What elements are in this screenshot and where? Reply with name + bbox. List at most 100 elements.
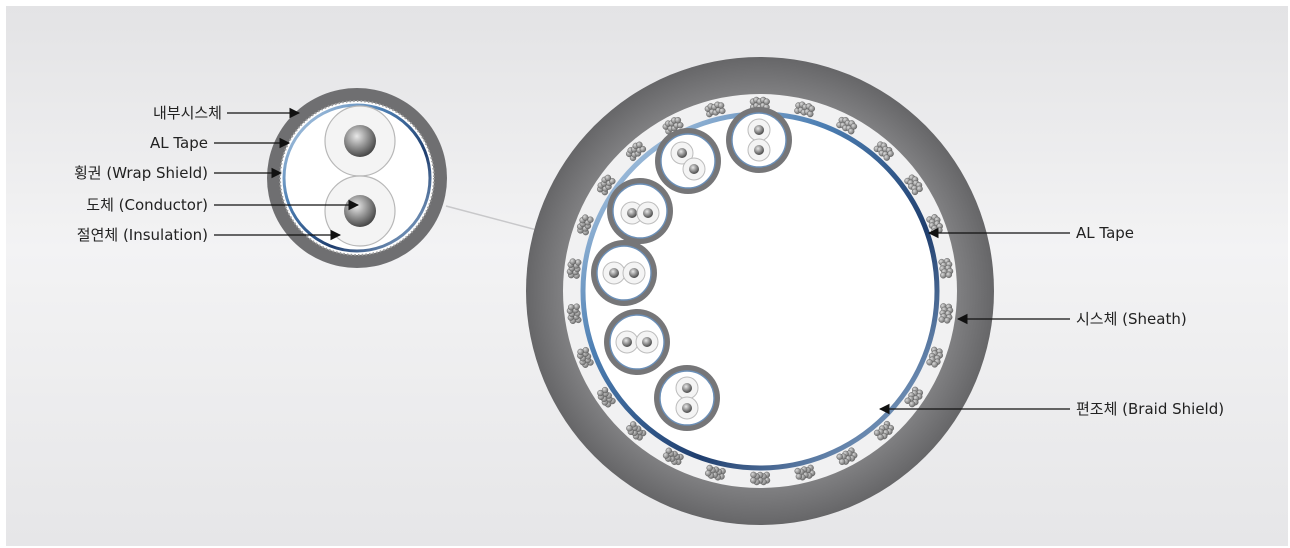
braid-wire — [665, 447, 672, 454]
callout-wrap-shield: 횡권 (Wrap Shield) — [74, 164, 208, 182]
braid-wire — [940, 272, 947, 279]
braid-wire-cluster — [577, 214, 594, 236]
callout-conductor: 도체 (Conductor) — [86, 196, 208, 214]
braid-wire — [904, 397, 911, 404]
braid-wire — [795, 473, 803, 480]
pair-conductor — [627, 208, 637, 218]
braid-wire-cluster — [836, 116, 858, 135]
braid-wire-cluster — [566, 258, 582, 279]
large-cable — [526, 57, 994, 525]
braid-wire-cluster — [926, 346, 943, 368]
pair-conductor — [689, 164, 699, 174]
braid-wire — [674, 116, 682, 124]
braid-wire — [807, 110, 814, 118]
braid-wire-cluster — [904, 386, 923, 408]
shielded-pair — [591, 240, 657, 306]
callout-braid-shield: 편조체 (Braid Shield) — [1076, 400, 1224, 418]
braid-wire-cluster — [566, 303, 582, 324]
pair-conductor — [642, 337, 652, 347]
braid-wire-cluster — [705, 464, 726, 481]
braid-wire — [750, 471, 757, 479]
conductor-lower — [344, 195, 376, 227]
braid-wire-cluster — [750, 471, 771, 486]
braid-wire — [626, 425, 633, 432]
braid-wire-cluster — [662, 116, 684, 135]
braid-wire-cluster — [873, 420, 894, 441]
braid-wire-cluster — [626, 141, 647, 162]
braid-wire — [597, 389, 604, 397]
pair-conductor — [643, 208, 653, 218]
braid-wire — [750, 477, 757, 484]
braid-wire — [883, 154, 890, 161]
pair-conductor — [754, 145, 764, 155]
callout-sheath: 시스체 (Sheath) — [1076, 310, 1187, 328]
shielded-pair — [726, 107, 792, 173]
shielded-pairs — [591, 107, 792, 431]
braid-wire — [573, 303, 580, 310]
callout-insulation: 절연체 (Insulation) — [77, 226, 208, 244]
braid-wire-cluster — [836, 447, 858, 465]
braid-wire-cluster — [662, 447, 684, 466]
braid-wire — [916, 185, 923, 193]
braid-wire — [873, 429, 881, 437]
pair-conductor — [622, 337, 632, 347]
braid-wire — [719, 107, 726, 115]
braid-wire — [944, 317, 951, 324]
braid-wire — [945, 271, 952, 278]
braid-wire — [911, 188, 919, 196]
pair-conductor — [754, 125, 764, 135]
left-callouts: 내부시스체 AL Tape 횡권 (Wrap Shield) 도체 (Condu… — [74, 104, 360, 244]
braid-wire — [601, 386, 609, 394]
braid-wire — [794, 467, 801, 475]
braid-wire — [705, 470, 712, 477]
braid-wire — [887, 150, 894, 157]
braid-wire-cluster — [597, 174, 616, 196]
braid-wire — [877, 434, 884, 441]
braid-wire — [568, 304, 575, 311]
callout-inner-sheath: 내부시스체 — [153, 104, 222, 122]
braid-shield-wires — [566, 96, 954, 486]
braid-wire-cluster — [938, 303, 954, 324]
braid-wire-cluster — [597, 386, 616, 408]
braid-wire-cluster — [794, 464, 816, 481]
braid-wire — [936, 226, 943, 234]
braid-wire — [582, 214, 589, 221]
braid-wire-cluster — [873, 141, 894, 161]
braid-wire — [639, 145, 647, 153]
right-callouts: AL Tape 시스체 (Sheath) 편조체 (Braid Shield) — [878, 224, 1224, 418]
small-cable — [267, 88, 447, 268]
braid-wire — [838, 458, 846, 465]
shielded-pair — [607, 178, 673, 244]
braid-wire — [662, 452, 670, 459]
braid-wire — [717, 102, 725, 109]
pair-conductor — [682, 383, 692, 393]
braid-wire — [706, 464, 713, 472]
braid-wire — [938, 316, 945, 323]
shielded-pair — [654, 365, 720, 431]
pair-conductor — [677, 148, 687, 158]
shielded-pair — [604, 309, 670, 375]
braid-wire — [569, 258, 576, 265]
braid-wire — [609, 177, 616, 185]
braid-wire-cluster — [794, 101, 815, 118]
braid-wire — [808, 105, 815, 112]
braid-wire — [604, 174, 612, 182]
pair-conductor — [629, 268, 639, 278]
braid-wire — [577, 348, 584, 356]
pair-conductor — [682, 403, 692, 413]
braid-wire-cluster — [626, 421, 647, 441]
braid-wire-cluster — [749, 96, 770, 111]
braid-wire — [931, 361, 938, 368]
braid-wire — [908, 400, 916, 408]
braid-wire-cluster — [938, 258, 954, 279]
braid-wire — [763, 98, 770, 105]
braid-wire — [575, 259, 582, 266]
braid-wire-cluster — [904, 174, 923, 196]
callout-al-tape-right: AL Tape — [1076, 224, 1134, 242]
conductor-upper — [344, 125, 376, 157]
braid-wire-cluster — [704, 101, 726, 118]
braid-wire — [630, 421, 637, 428]
braid-wire — [850, 123, 858, 130]
braid-wire-cluster — [577, 347, 594, 368]
